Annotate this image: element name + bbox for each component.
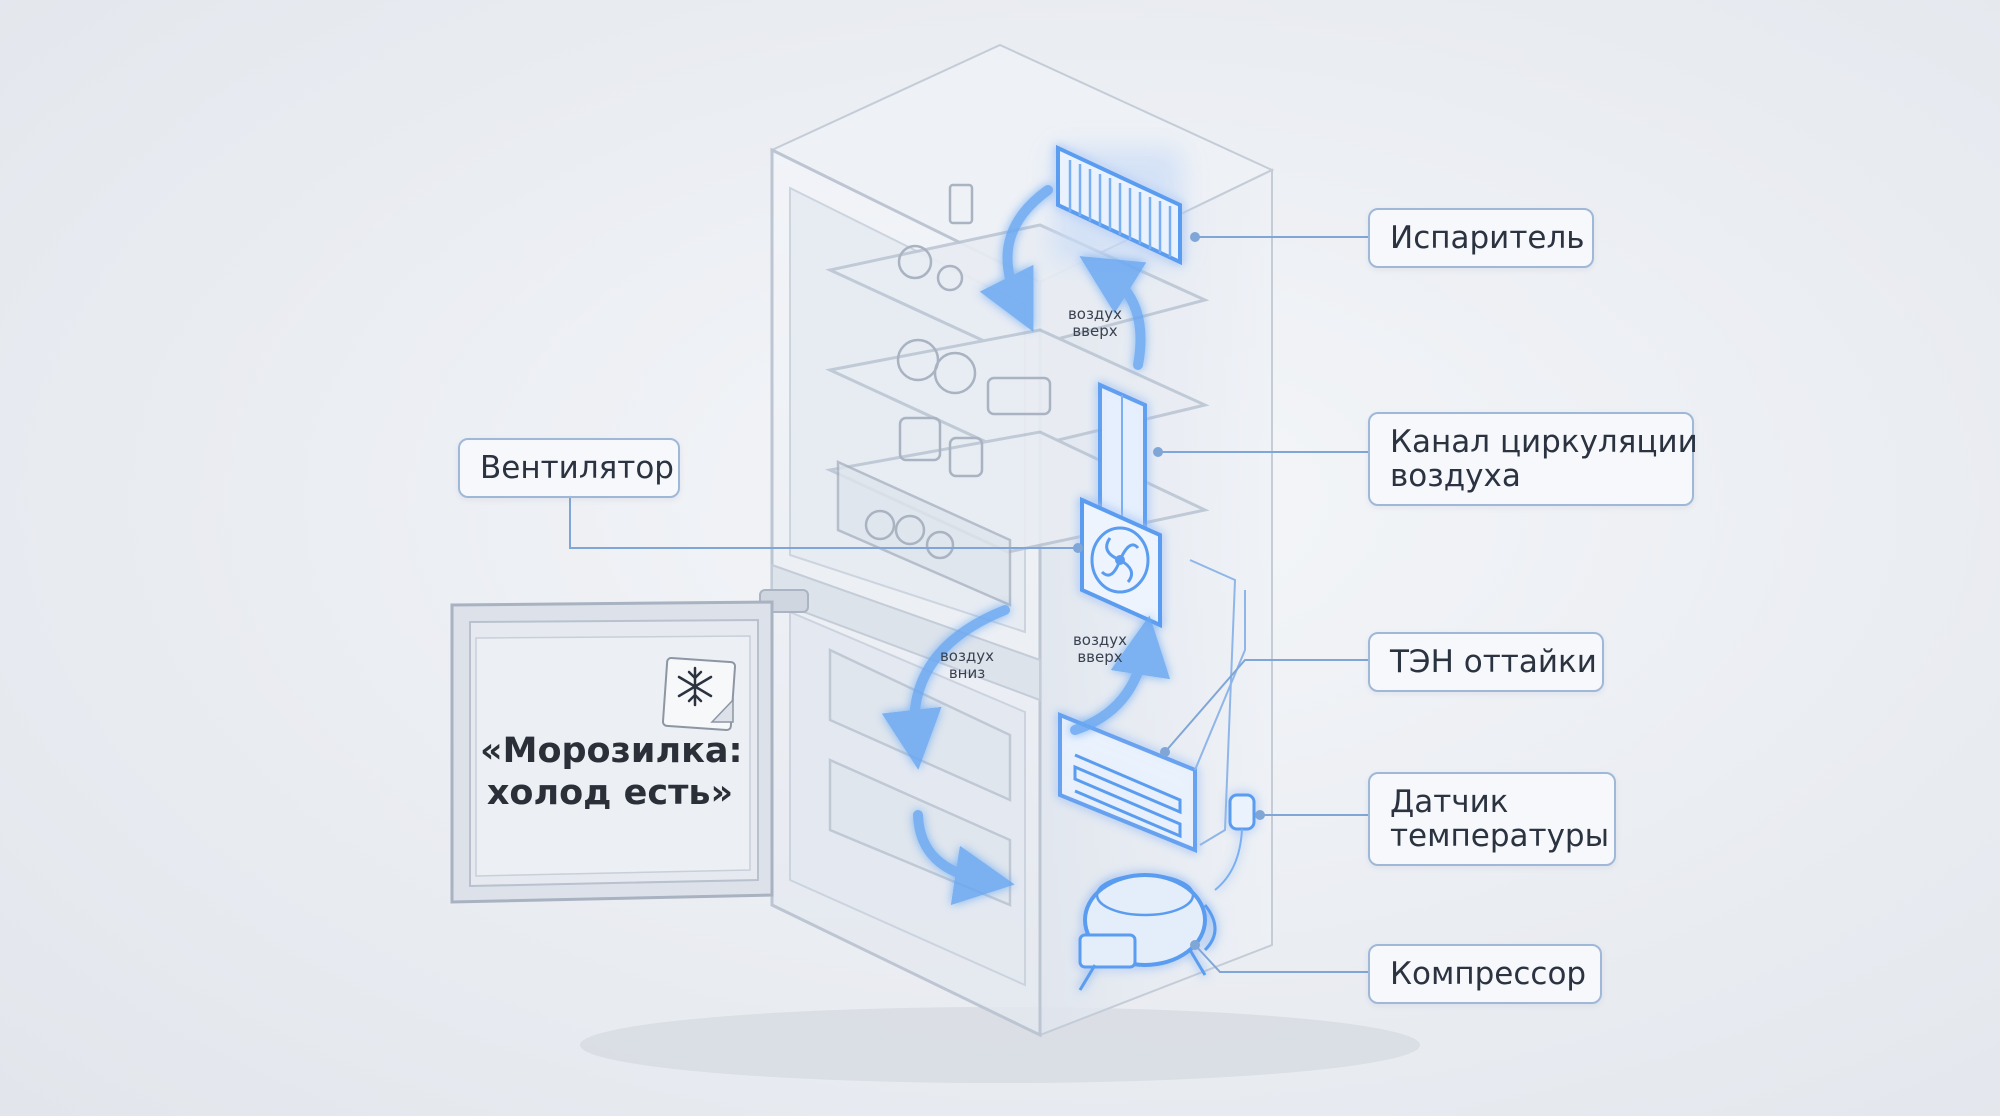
flow-label-air-up-top: воздух вверх [1067,305,1123,340]
callout-air-channel: Канал циркуляции воздуха [1368,412,1698,506]
door-sticker [661,656,737,732]
arrow-air-up-top [1079,256,1147,370]
label-evaporator: Испаритель [1390,220,1585,256]
temperature-sensor [1214,793,1256,891]
label-temp-sensor-line1: Датчик [1390,784,1509,820]
flow-label-air-up-bottom: воздух вверх [1072,631,1128,666]
label-temp-sensor-line2: температуры [1390,818,1610,854]
defrost-heater [1058,712,1197,853]
compressor [1078,873,1217,991]
door-note-text: «Морозилка: холод есть» [480,731,743,813]
arrow-air-down-middle [881,605,1010,770]
callout-compressor: Компрессор [1368,944,1602,1004]
label-defrost-heater: ТЭН оттайки [1390,644,1597,680]
flow-label-air-down: воздух вниз [939,647,995,682]
callout-defrost-heater: ТЭН оттайки [1368,632,1604,692]
label-air-channel-line1: Канал циркуляции [1390,424,1698,460]
callout-temp-sensor: Датчик температуры [1368,772,1616,866]
leader-defrost-heater [1164,659,1370,753]
callout-fan: Вентилятор [458,438,680,498]
label-air-channel-line2: воздуха [1390,458,1521,494]
arrow-freezer-circulation [913,810,1015,906]
leader-compressor [1194,944,1370,973]
leader-fan [569,495,1078,549]
label-fan: Вентилятор [480,450,674,486]
coolant-tubing [1189,559,1246,846]
leader-lines [569,232,1370,973]
chamber-divider [771,563,1041,702]
label-compressor: Компрессор [1390,956,1587,992]
arrow-air-up-bottom [1070,615,1171,735]
floor-shadow [580,1007,1420,1083]
arrow-air-down-top [979,185,1053,332]
callout-evaporator: Испаритель [1368,208,1594,268]
evaporator [1055,144,1182,266]
airflow-arrows [881,185,1171,906]
snowflake-icon [677,666,713,707]
